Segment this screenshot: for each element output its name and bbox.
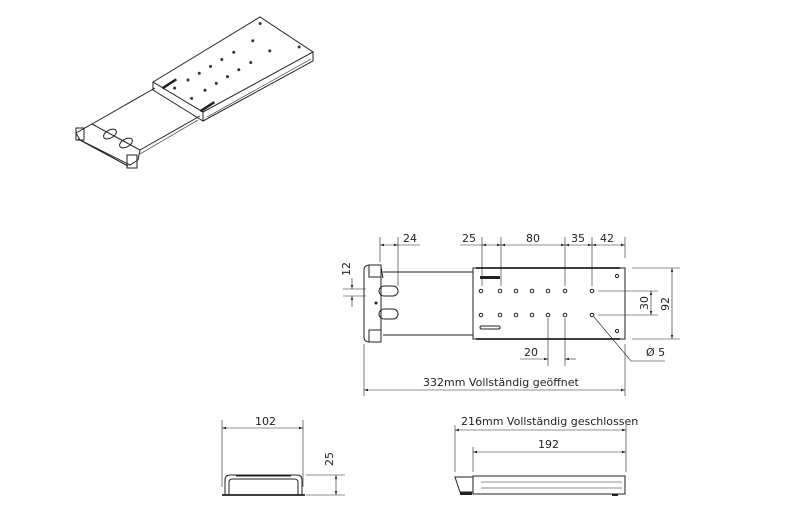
isometric-view [75, 16, 314, 169]
slot-filled [480, 276, 500, 279]
mounting-hole [478, 312, 484, 318]
dim-42: 42 [600, 232, 614, 245]
dim-hole-diameter: Ø 5 [646, 346, 665, 359]
iso-hole [190, 96, 194, 100]
iso-hole [268, 49, 272, 53]
mounting-hole [497, 288, 503, 294]
iso-hole [232, 50, 236, 54]
iso-hole [220, 58, 224, 62]
iso-hole [297, 45, 301, 49]
iso-hole [214, 81, 218, 85]
mounting-hole [513, 312, 519, 318]
dim-25: 25 [462, 232, 476, 245]
iso-hole [237, 68, 241, 72]
mounting-hole [545, 312, 551, 318]
dim-height: 25 [323, 452, 336, 466]
iso-hole [203, 88, 207, 92]
mounting-hole [513, 288, 519, 294]
corner-hole [614, 273, 620, 279]
mounting-hole [589, 312, 595, 318]
side-view: 216mm Vollständig geschlossen 192 [454, 415, 638, 496]
dim-closed-length: 216mm Vollständig geschlossen [461, 415, 638, 428]
dim-24: 24 [403, 232, 417, 245]
iso-hole [251, 39, 255, 43]
iso-slot [199, 101, 216, 113]
hole-leader [593, 316, 665, 362]
dim-92: 92 [659, 297, 672, 311]
iso-plate-top [152, 16, 314, 113]
slot [378, 308, 399, 320]
dim-80: 80 [526, 232, 540, 245]
mounting-hole [478, 288, 484, 294]
iso-plate-front-side [152, 82, 204, 122]
side-bracket [454, 476, 474, 493]
top-view: 24 25 80 35 42 12 30 92 20 Ø 5 332mm Vol… [340, 232, 680, 396]
iso-plate-long-side [202, 52, 314, 122]
mounting-hole [562, 288, 568, 294]
mounting-hole [545, 288, 551, 294]
slot [378, 285, 399, 297]
iso-hole [226, 75, 230, 79]
front-view: 102 25 [221, 415, 345, 496]
mounting-hole [529, 312, 535, 318]
dim-open-length: 332mm Vollständig geöffnet [423, 376, 580, 389]
dim-30: 30 [638, 296, 651, 310]
corner-hole [614, 328, 620, 334]
dim-35: 35 [571, 232, 585, 245]
mounting-hole [529, 288, 535, 294]
iso-hole [186, 78, 190, 82]
dim-width: 102 [255, 415, 276, 428]
iso-hole [249, 60, 253, 64]
iso-hole [173, 86, 177, 90]
side-plate [472, 475, 626, 495]
iso-slot [103, 128, 117, 140]
iso-bracket-clip [126, 154, 138, 169]
iso-hole [197, 71, 201, 75]
dim-20: 20 [524, 346, 538, 359]
iso-rail-edge [91, 87, 156, 125]
iso-hole [209, 64, 213, 68]
dim-12: 12 [340, 262, 353, 276]
mounting-hole [562, 312, 568, 318]
iso-slot [161, 78, 178, 90]
dim-plate-length: 192 [538, 438, 559, 451]
mounting-hole [589, 288, 595, 294]
extension-lines [343, 237, 680, 396]
iso-rail-edge [139, 115, 201, 151]
slot [479, 325, 501, 330]
front-profile [224, 474, 303, 495]
iso-hole [258, 22, 262, 26]
mounting-hole [497, 312, 503, 318]
iso-slot [119, 137, 133, 149]
